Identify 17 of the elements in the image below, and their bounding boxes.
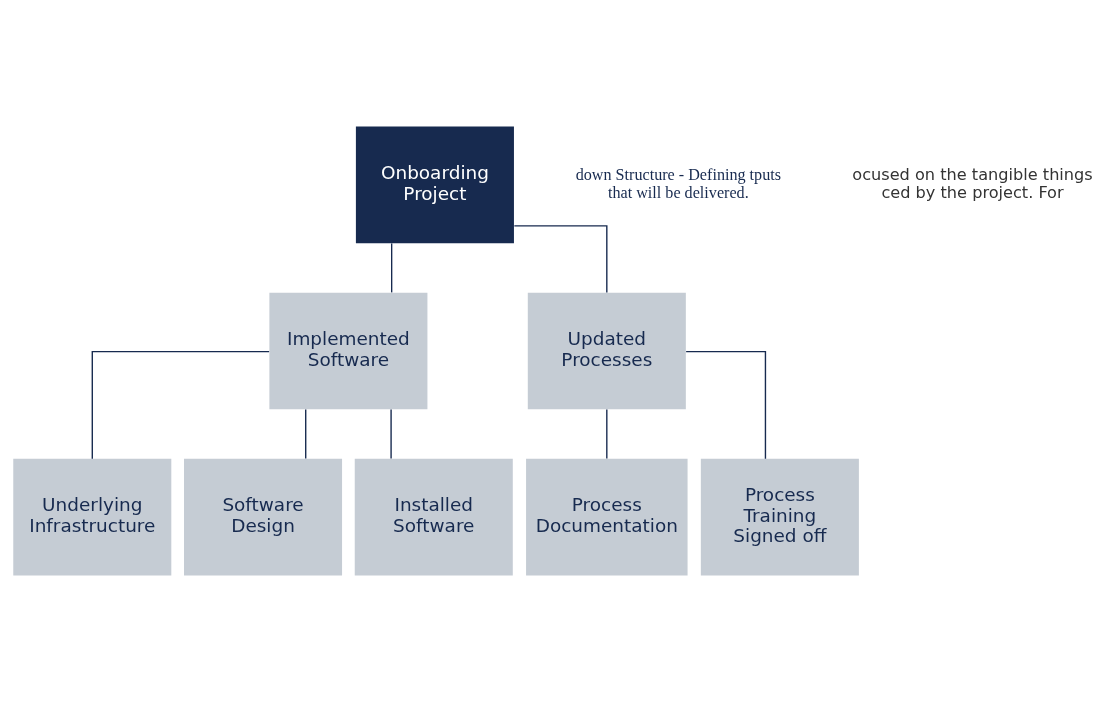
node-box: Process Documentation [526, 458, 688, 576]
connector [91, 350, 270, 460]
node-box: Updated Processes [527, 292, 686, 410]
node-box: Installed Software [354, 458, 513, 576]
connector [390, 408, 392, 460]
node-box: Implemented Software [269, 292, 428, 410]
node-box: Onboarding Project [355, 126, 514, 244]
label: down Structure - Defining tputs that will be delivered. [575, 166, 781, 201]
label: ocused on the tangible things ced by the project. For [852, 165, 1093, 202]
connector [685, 350, 767, 460]
connector [390, 242, 393, 294]
connector [513, 225, 608, 294]
connector [305, 408, 307, 460]
connector [606, 408, 608, 460]
node-box: Underlying Infrastructure [13, 458, 172, 576]
node-box: Software Design [184, 458, 343, 576]
node-box: Process Training Signed off [700, 458, 859, 576]
